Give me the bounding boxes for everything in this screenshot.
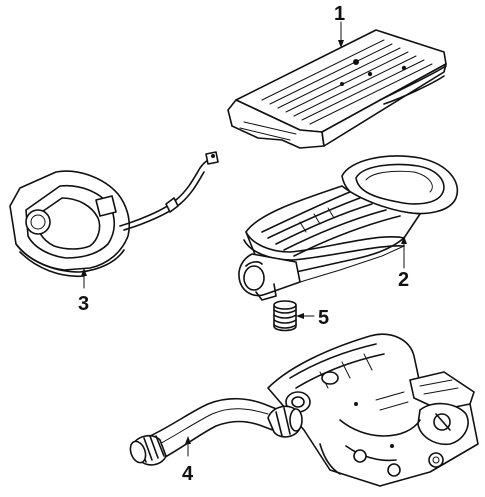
callout-1: 1 [334, 3, 345, 25]
leader-lines [81, 21, 407, 457]
coil-spring-clip-part [273, 300, 297, 332]
sensor-bracket-with-cable-part [9, 151, 219, 278]
intake-duct-hose-part [129, 397, 303, 466]
callout-4: 4 [182, 463, 194, 485]
air-cleaner-cover-part [227, 29, 447, 149]
callout-5: 5 [318, 307, 329, 329]
callout-2: 2 [398, 269, 409, 291]
air-cleaner-housing-part [238, 155, 459, 301]
callout-3: 3 [78, 293, 89, 315]
